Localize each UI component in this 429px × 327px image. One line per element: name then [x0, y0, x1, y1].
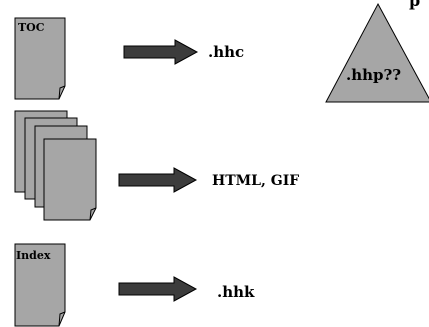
arrow-shape: [123, 39, 199, 65]
arrow-to-html-gif: [118, 167, 198, 193]
cut-off-title-glyph: p: [409, 0, 420, 10]
stack-page-4: [43, 138, 97, 221]
arrow-shape: [118, 167, 198, 193]
index-document-label: Index: [16, 249, 51, 262]
toc-document: TOC: [14, 17, 66, 100]
toc-document-label: TOC: [18, 21, 45, 34]
index-document-fold: [58, 311, 66, 327]
project-file-label: .hhp??: [346, 66, 401, 84]
arrow-to-hhk: [118, 276, 198, 302]
hhk-label: .hhk: [217, 283, 255, 301]
project-file: .hhp??: [325, 2, 429, 103]
toc-document-fold: [58, 85, 66, 100]
index-document: Index: [14, 243, 66, 327]
html-gif-label: HTML, GIF: [212, 173, 299, 189]
stack-page-4-fold: [89, 207, 97, 221]
toc-document-shape: [14, 17, 66, 100]
html-documents-stack: [14, 110, 97, 221]
hhc-label: .hhc: [208, 43, 244, 61]
arrow-shape: [118, 276, 198, 302]
arrow-to-hhc: [123, 39, 199, 65]
triangle-shape: [325, 2, 429, 103]
index-document-shape: [14, 243, 66, 327]
